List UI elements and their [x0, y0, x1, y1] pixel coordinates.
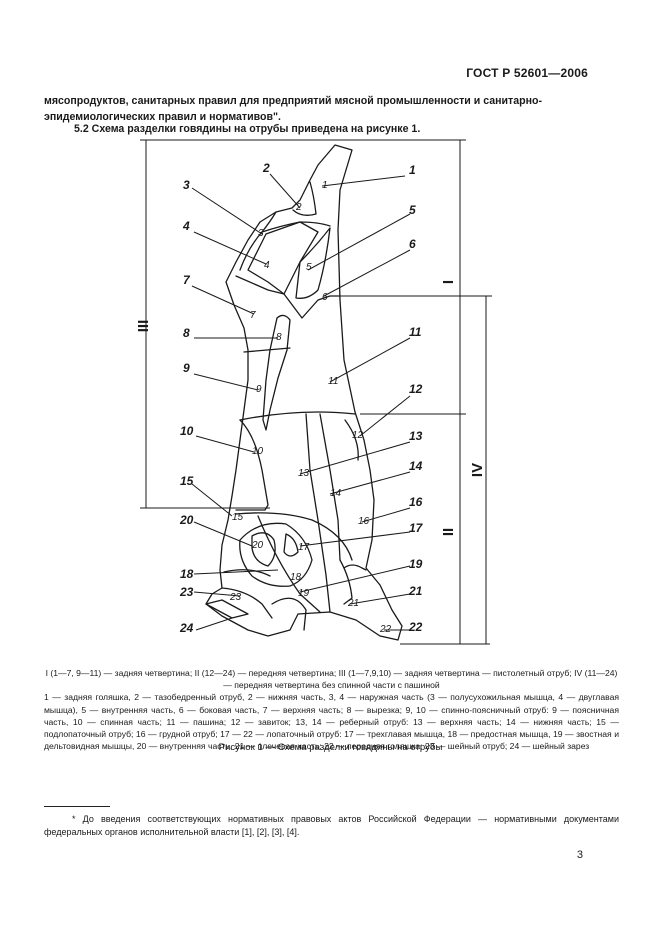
cut-23-inner: 23 [229, 592, 242, 603]
carcass-outline [205, 144, 403, 641]
callout-14: 14 [409, 459, 423, 473]
roman-IV: IV [469, 463, 486, 477]
figure-legend: I (1—7, 9—11) — задняя четвертина; II (1… [44, 667, 619, 752]
figure-caption: Рисунок 1 — Схема разделки говядины на о… [218, 742, 443, 753]
callout-24: 24 [179, 621, 194, 635]
legend-quarters: I (1—7, 9—11) — задняя четвертина; II (1… [45, 668, 618, 691]
roman-I: I [440, 280, 457, 284]
cut-21-inner: 21 [347, 598, 359, 609]
callout-10: 10 [180, 424, 194, 438]
cut-17-inner: 17 [298, 542, 310, 553]
cut-11-inner: 11 [328, 376, 338, 387]
cut-13-inner: 13 [298, 468, 310, 479]
cut-6-inner: 6 [322, 292, 328, 303]
cut-22-inner: 22 [379, 624, 392, 635]
callout-8: 8 [183, 326, 190, 340]
callout-20: 20 [179, 513, 194, 527]
callout-16: 16 [409, 495, 423, 509]
roman-III: III [135, 320, 152, 333]
callout-11: 11 [409, 325, 422, 339]
cut-15-inner: 15 [232, 512, 244, 523]
cut-18-inner: 18 [290, 572, 302, 583]
cut-4-inner: 4 [264, 260, 270, 271]
paragraph-line: мясопродуктов, санитарных правил для пре… [44, 95, 542, 107]
callout-2: 2 [262, 161, 270, 175]
cut-10-inner: 10 [252, 446, 264, 457]
cut-2-inner: 2 [295, 202, 302, 213]
callout-23: 23 [179, 585, 194, 599]
callout-15: 15 [180, 474, 194, 488]
cut-19-inner: 19 [298, 588, 310, 599]
roman-II: II [440, 528, 457, 536]
cut-8-inner: 8 [276, 332, 282, 343]
callout-12: 12 [409, 382, 423, 396]
paragraph-5-2: 5.2 Схема разделки говядины на отрубы пр… [74, 123, 421, 135]
callout-13: 13 [409, 429, 423, 443]
cut-3-inner: 3 [258, 228, 264, 239]
callout-6: 6 [409, 237, 416, 251]
cut-16-inner: 16 [358, 516, 370, 527]
cut-5-inner: 5 [306, 262, 312, 273]
callout-3: 3 [183, 178, 190, 192]
callout-7: 7 [183, 273, 191, 287]
legend-cuts: 1 — задняя голяшка, 2 — тазобедренный от… [44, 692, 619, 752]
callout-5: 5 [409, 203, 416, 217]
callout-1: 1 [409, 163, 416, 177]
callout-4: 4 [182, 219, 190, 233]
cut-7-inner: 7 [250, 310, 256, 321]
cut-14-inner: 14 [330, 488, 342, 499]
cut-20-inner: 20 [251, 540, 264, 551]
callout-17: 17 [409, 521, 424, 535]
cut-1-inner: 1 [322, 180, 328, 191]
cut-9-inner: 9 [256, 384, 262, 395]
callout-18: 18 [180, 567, 194, 581]
paragraph-line: эпидемиологических правил и нормативов". [44, 111, 281, 123]
callout-21: 21 [408, 584, 423, 598]
callout-22: 22 [408, 620, 423, 634]
page-number: 3 [576, 849, 583, 861]
callout-19: 19 [409, 557, 423, 571]
document-header: ГОСТ Р 52601—2006 [466, 66, 588, 80]
footnote-separator [44, 806, 110, 807]
callout-9: 9 [183, 361, 190, 375]
footnote: * До введения соответствующих нормативны… [44, 814, 619, 837]
cut-12-inner: 12 [352, 430, 364, 441]
